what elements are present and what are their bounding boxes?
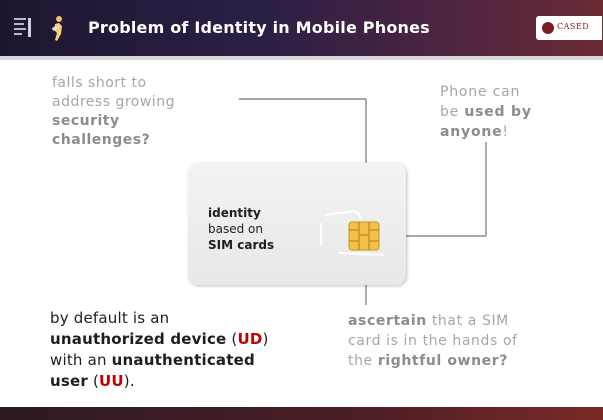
page-title: Problem of Identity in Mobile Phones — [88, 18, 430, 37]
header-divider — [0, 56, 603, 60]
menu-lines-icon — [14, 18, 31, 37]
cased-logo: CASED — [536, 16, 602, 40]
sim-chip-icon — [348, 221, 380, 251]
logo-text: CASED — [557, 22, 590, 31]
sim-card-outline — [320, 209, 385, 256]
card-label: identity based on SIM cards — [208, 206, 275, 252]
owner-check-note: ascertain that a SIM card is in the hand… — [348, 313, 518, 369]
challenge-note: falls short to address growing security … — [52, 75, 175, 148]
figure-icon — [52, 16, 62, 41]
phone-usage-note: Phone can be used by anyone! — [440, 84, 532, 140]
default-device-note: by default is an unauthorized device (UD… — [50, 309, 269, 390]
logo-dot-icon — [542, 22, 554, 34]
title-bar: Problem of Identity in Mobile Phones CAS… — [0, 0, 603, 56]
footer-bar — [0, 407, 603, 420]
